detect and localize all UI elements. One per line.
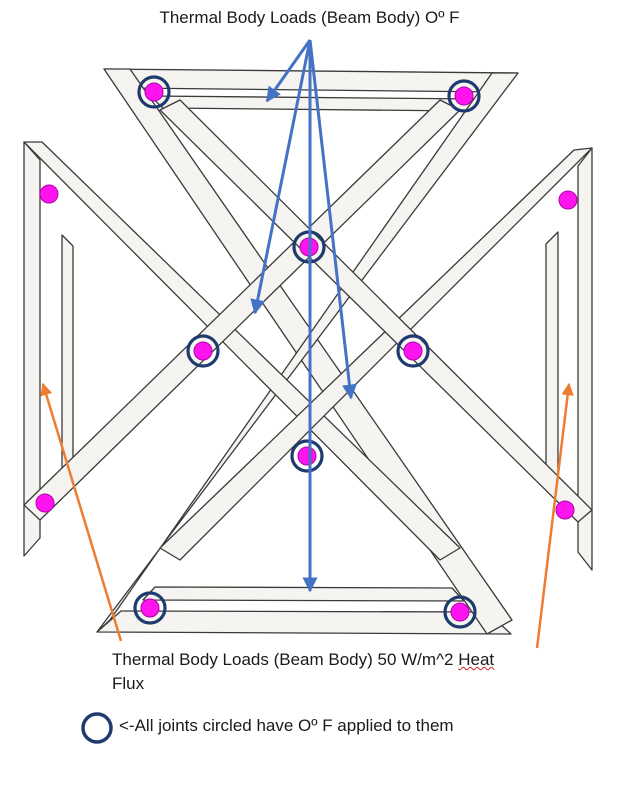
joint-top-left <box>144 82 164 102</box>
joint-mid-left <box>193 341 213 361</box>
orange-arrow-right-beam <box>535 382 574 649</box>
joint-ring-center-lower <box>290 439 324 473</box>
joint-ring-mid-right <box>396 334 430 368</box>
bottom-label-line2: Flux <box>112 674 145 693</box>
joint-bottom-right <box>450 602 470 622</box>
joint-center-lower <box>297 446 317 466</box>
joint-right-lower <box>555 500 575 520</box>
beam-bottom-inner <box>142 586 465 602</box>
beam-diagonal-right-upper <box>159 147 593 561</box>
joint-ring-top-left <box>137 75 171 109</box>
blue-arrow-top-beam <box>265 39 312 103</box>
beam-group <box>23 68 593 635</box>
joint-left-upper <box>39 184 59 204</box>
bottom-label: Thermal Body Loads (Beam Body) 50 W/m^2 … <box>112 648 592 696</box>
joint-group <box>35 82 578 622</box>
bottom-label-main: Thermal Body Loads (Beam Body) 50 W/m^2 <box>112 650 459 669</box>
legend-text: <-All joints circled have Oº F applied t… <box>119 716 454 735</box>
joint-ring-bottom-left <box>133 591 167 625</box>
beam-right-inner <box>545 231 559 483</box>
blue-arrow-left-diagonal <box>250 39 312 315</box>
joint-right-upper <box>558 190 578 210</box>
blue-arrow-right-diagonal <box>308 39 357 400</box>
beam-left-outer <box>23 141 41 557</box>
beam-diagonal-tr-bl <box>96 72 519 633</box>
beam-left-inner <box>61 234 74 479</box>
joint-ring-group <box>133 75 481 629</box>
top-label: Thermal Body Loads (Beam Body) Oº F <box>159 8 460 27</box>
joint-bottom-left <box>140 598 160 618</box>
orange-arrow-left-beam <box>40 382 123 642</box>
joint-ring-bottom-right <box>443 595 477 629</box>
joint-ring-mid-left <box>186 334 220 368</box>
joint-ring-top-right <box>447 79 481 113</box>
orange-arrow-group <box>40 382 574 649</box>
joint-mid-right <box>403 341 423 361</box>
bottom-label-tail: Heat <box>458 650 495 669</box>
legend-ring-icon <box>81 712 113 744</box>
beam-right-outer <box>577 147 593 571</box>
blue-arrow-group <box>250 39 357 593</box>
joint-top-right <box>454 86 474 106</box>
joint-left-lower <box>35 493 55 513</box>
beam-diagonal-right-lower <box>159 99 593 523</box>
